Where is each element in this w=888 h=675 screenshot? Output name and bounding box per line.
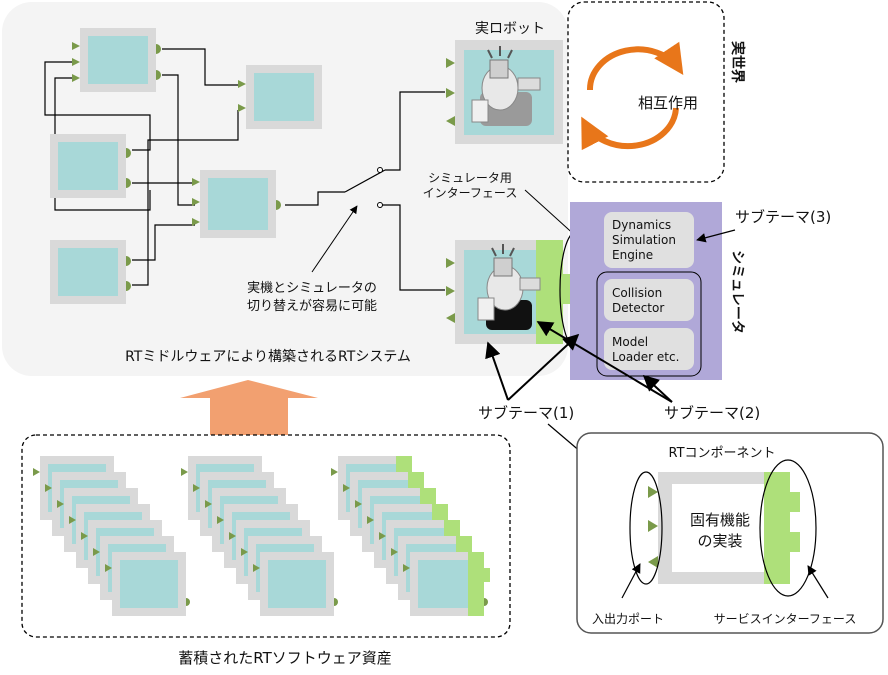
sim-if-label-1: シミュレータ用 [428,171,512,185]
component-wiring [44,48,445,291]
rt-component-a [72,28,161,92]
dynamics-label-1: Dynamics [612,218,671,232]
subtheme2-arrow-b [642,374,673,403]
model-label-2: Loader etc. [612,350,679,364]
real-robot-label: 実ロボット [475,21,545,37]
collision-label-1: Collision [612,286,662,300]
switch-contact-top [377,167,383,173]
upward-arrow [180,380,318,435]
subtheme3-label: サブテーマ(3) [735,208,831,226]
component-stack-3 [331,456,490,616]
simulator-label: シミュレータ [729,250,745,334]
real-world-box [567,1,725,183]
interaction-arrow-top [586,41,684,91]
robot-image-sim [477,244,541,330]
interaction-arrow-bottom [581,107,679,151]
model-label-1: Model [612,335,648,349]
stacked-component [105,552,190,616]
subtheme1-arrow-a [485,341,509,401]
switch-note-2: 切り替えが容易に可能 [247,298,377,314]
stacked-component [253,552,338,616]
model-loader-box [604,328,694,370]
rt-component-e [192,170,281,238]
rt-component-label: RTコンポーネント [668,446,775,461]
service-if-arrow [807,565,829,599]
interaction-label: 相互作用 [638,94,698,112]
subtheme1-label: サブテーマ(1) [478,404,574,422]
inherent-label-1: 固有機能 [690,511,750,529]
sim-if-pointer [524,189,579,239]
io-port-label: 入出力ポート [592,612,664,626]
real-robot-component [446,40,563,144]
subtheme3-arrow [696,229,736,243]
dynamics-label-2: Simulation [612,233,676,247]
rt-component-d [50,240,131,304]
sim-if-label-2: インターフェース [423,186,518,200]
subtheme2-label: サブテーマ(2) [664,404,760,422]
simulator-panel [570,202,722,380]
component-stack-2 [181,456,338,616]
stacked-component [403,552,490,616]
robot-image-real [471,46,541,126]
real-world-label: 実世界 [729,41,746,84]
switch-contact-bottom [377,202,383,208]
rt-system-area [2,2,568,376]
switch-note-1: 実機とシミュレータの [247,280,377,296]
dynamics-engine-box [604,212,694,268]
collision-label-2: Detector [612,301,664,315]
rt-system-label: RTミドルウェアにより構築されるRTシステム [125,349,411,365]
dynamics-label-3: Engine [612,248,653,262]
legend-component [629,459,817,597]
rt-component-b [238,65,322,129]
collision-detector-box [604,279,694,321]
sim-robot-component [446,231,593,349]
component-stack-1 [33,456,190,616]
rt-component-c [50,134,131,198]
software-assets-label: 蓄積されたRTソフトウェア資産 [178,649,392,667]
switch-note-arrow [311,205,358,273]
subtheme1-arrow-b [507,333,580,401]
inherent-label-2: の実装 [697,532,742,550]
service-if-label: サービスインターフェース [714,612,857,626]
io-port-arrow [621,563,641,599]
